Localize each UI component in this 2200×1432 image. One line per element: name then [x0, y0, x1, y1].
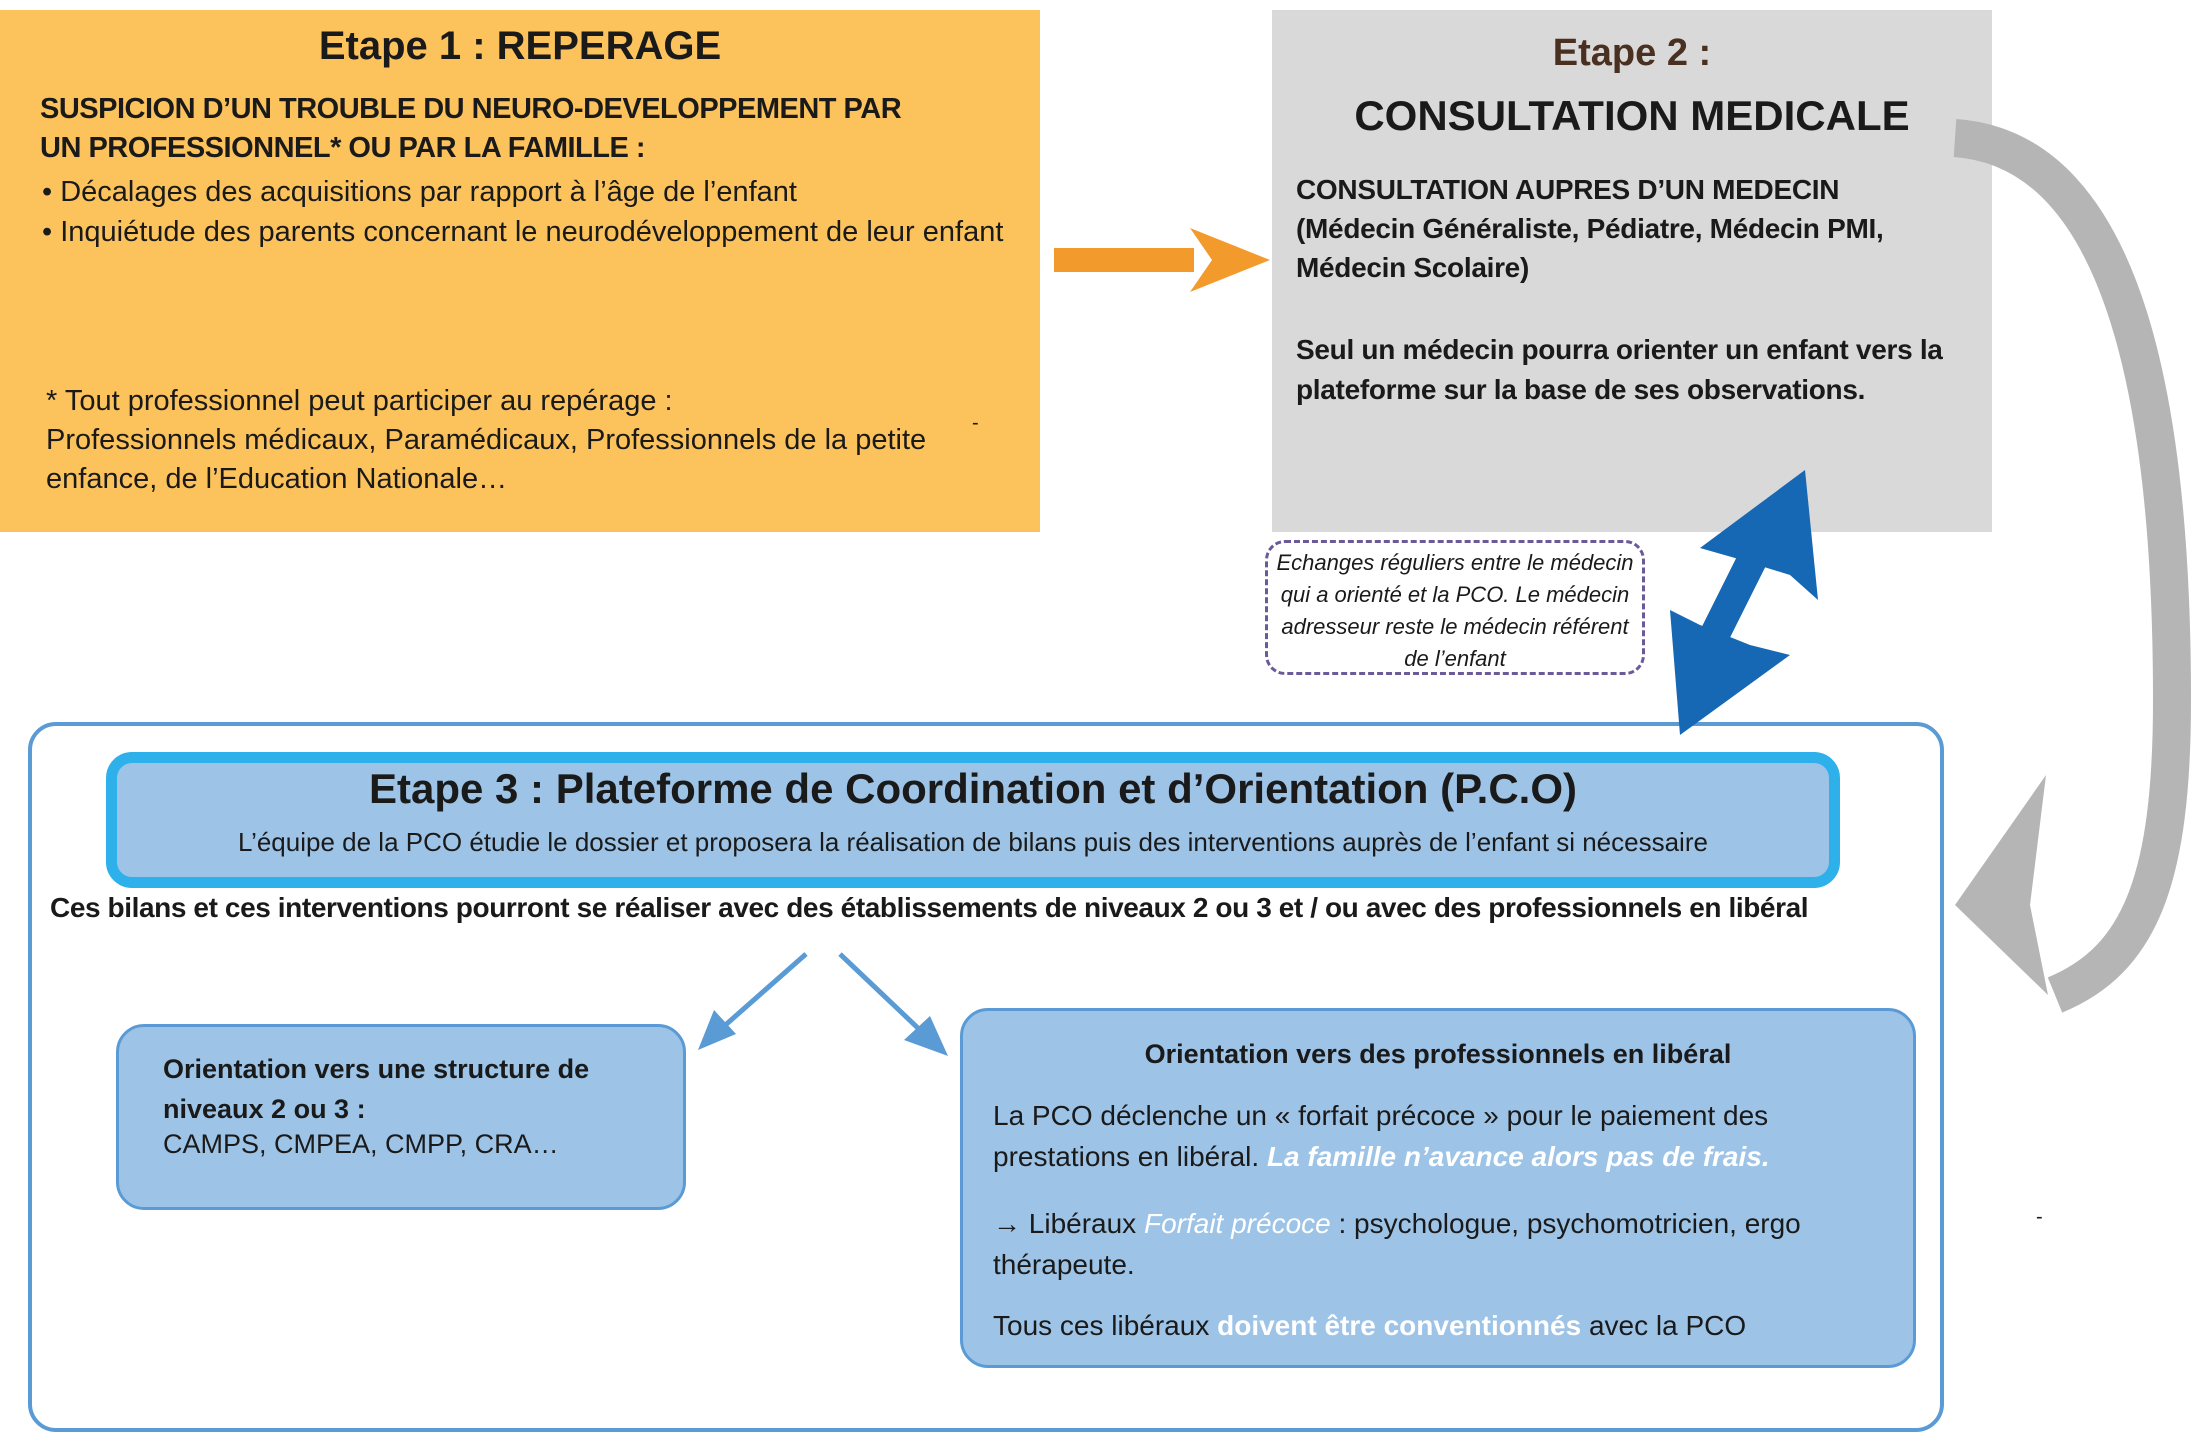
step1-note: * Tout professionnel peut participer au … [46, 382, 946, 499]
convention-suffix: avec la PCO [1581, 1310, 1747, 1341]
step1-bullet: • Inquiétude des parents concernant le n… [42, 216, 1004, 248]
step2-title: CONSULTATION MEDICALE [1354, 92, 1910, 139]
step3-box: Etape 3 : Plateforme de Coordination et … [106, 752, 1840, 888]
step1-box: Etape 1 : REPERAGE SUSPICION D’UN TROUBL… [0, 10, 1040, 532]
orientation-liberal-box: Orientation vers des professionnels en l… [960, 1008, 1916, 1368]
step3-frame [28, 722, 1944, 1432]
gray-curved-arrow [1953, 119, 2192, 1013]
light-blue-arrow-left [698, 952, 808, 1050]
orange-arrow [1054, 228, 1270, 292]
step3-description: L’équipe de la PCO étudie le dossier et … [238, 827, 1708, 857]
step2-box: Etape 2 : CONSULTATION MEDICALE CONSULTA… [1272, 10, 1992, 532]
conventionnes-highlight: doivent être conventionnés [1217, 1310, 1582, 1341]
step2-label: Etape 2 : [1552, 32, 1712, 74]
bilans-text: Ces bilans et ces interventions pourront… [50, 892, 1809, 923]
step2-consultation-line1: CONSULTATION AUPRES D’UN MEDECIN [1296, 174, 1840, 205]
blue-double-arrow [1670, 470, 1818, 735]
orientation-structure-list: CAMPS, CMPEA, CMPP, CRA… [163, 1129, 559, 1159]
step1-subtitle: SUSPICION D’UN TROUBLE DU NEURO-DEVELOPP… [40, 93, 902, 164]
step1-bullet: • Décalages des acquisitions par rapport… [42, 176, 797, 208]
step2-orientation-text: Seul un médecin pourra orienter un enfan… [1296, 334, 1943, 405]
exchange-note: Echanges réguliers entre le médecin qui … [1265, 540, 1645, 675]
liberaux-paragraph: → Libéraux Forfait précoce : psychologue… [993, 1203, 1893, 1285]
right-stray-mark: - [2036, 1206, 2043, 1228]
liberaux-prefix: → Libéraux [993, 1208, 1144, 1239]
forfait-precoce-highlight: Forfait précoce [1143, 1208, 1331, 1239]
convention-paragraph: Tous ces libéraux doivent être conventio… [993, 1305, 1893, 1346]
light-blue-arrow-right [838, 952, 948, 1056]
step2-consultation-line2: (Médecin Généraliste, Pédiatre, Médecin … [1296, 213, 1884, 283]
forfait-text: La PCO déclenche un « forfait précoce » … [993, 1100, 1769, 1172]
forfait-paragraph: La PCO déclenche un « forfait précoce » … [993, 1095, 1893, 1177]
orientation-structure-title: Orientation vers une structure de niveau… [163, 1054, 590, 1124]
step1-note-line2: Professionnels médicaux, Paramédicaux, P… [46, 424, 927, 495]
step1-stray-mark: - [972, 412, 979, 434]
no-fees-highlight: La famille n’avance alors pas de frais. [1266, 1141, 1770, 1172]
liberaux-suffix: : psychologue, psychomotricien, ergo thé… [993, 1208, 1801, 1280]
orientation-liberal-title: Orientation vers des professionnels en l… [1144, 1039, 1732, 1069]
step1-bullets: • Décalages des acquisitions par rapport… [42, 172, 1022, 252]
convention-prefix: Tous ces libéraux [993, 1310, 1218, 1341]
step3-title: Etape 3 : Plateforme de Coordination et … [368, 765, 1578, 812]
step2-consultation-text: CONSULTATION AUPRES D’UN MEDECIN (Médeci… [1296, 170, 1976, 287]
step1-note-line1: * Tout professionnel peut participer au … [46, 385, 673, 417]
orientation-structure-box: Orientation vers une structure de niveau… [116, 1024, 686, 1210]
step1-title: Etape 1 : REPERAGE [318, 24, 722, 68]
